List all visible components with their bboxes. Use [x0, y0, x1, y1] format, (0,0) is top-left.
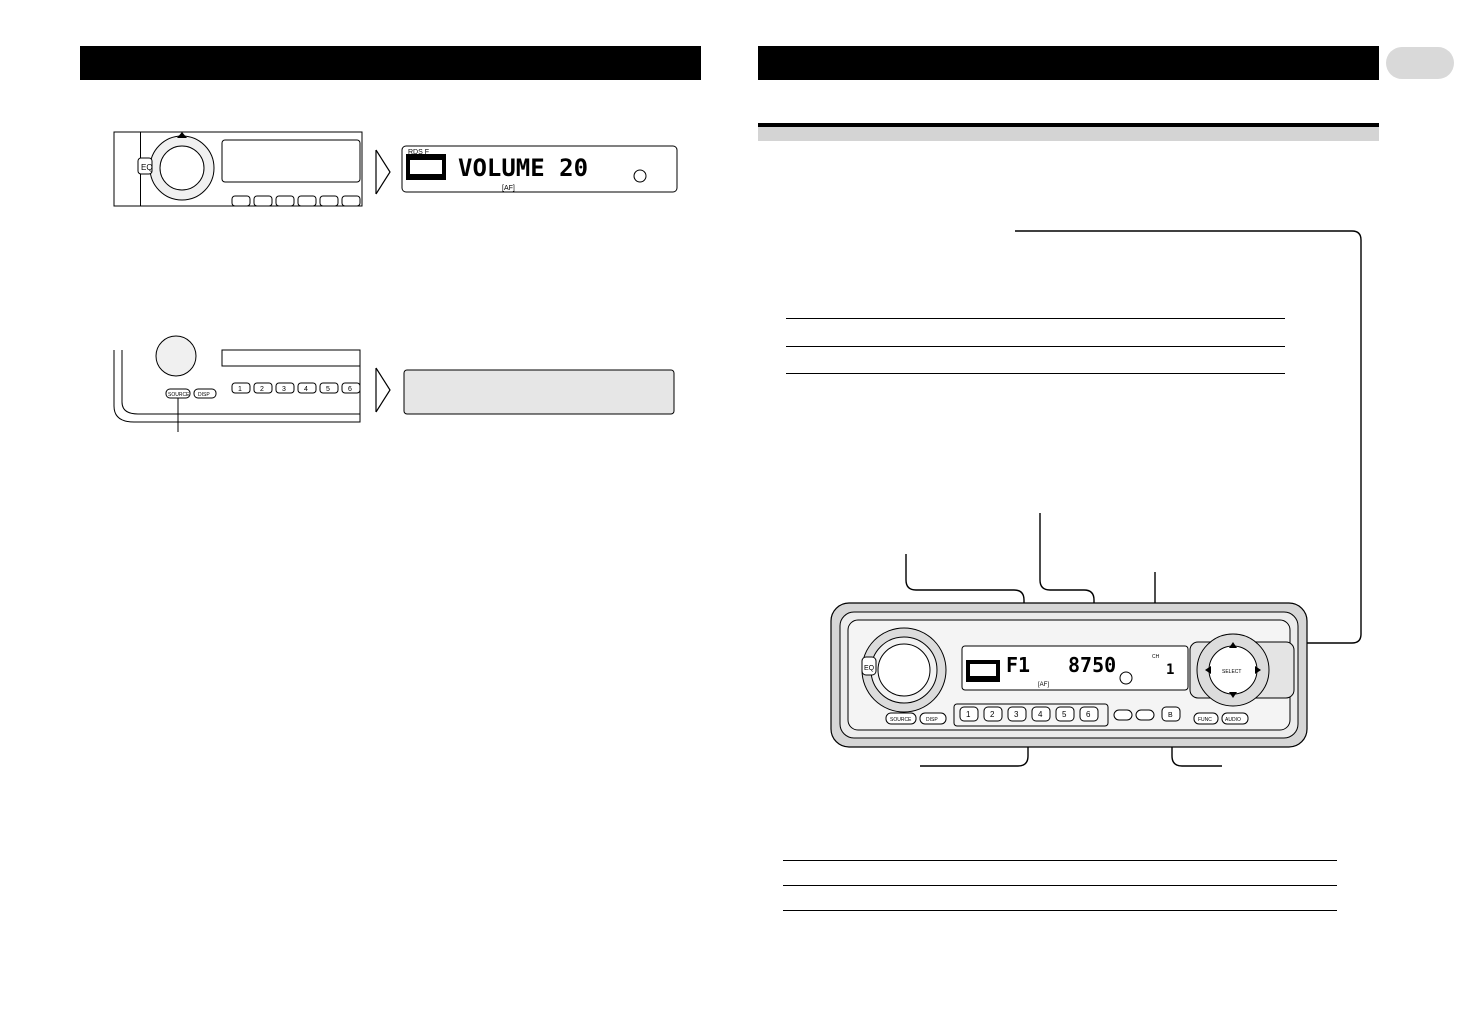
preset-display: 1 — [1166, 662, 1174, 678]
preset-button-6: 6 — [1086, 710, 1091, 719]
head-unit-figure: EQ F1 8750 CH 1 [AF] SELECT SOURCE DISP … — [830, 602, 1308, 748]
source-button-label-3: SOURCE — [890, 717, 912, 723]
preset-2: 2 — [260, 386, 264, 393]
select-label: SELECT — [1222, 669, 1241, 675]
af-indicator-3: [AF] — [1038, 682, 1049, 688]
table-rule-1 — [786, 318, 1285, 319]
eq-label: EQ — [141, 163, 153, 172]
preset-5: 5 — [326, 386, 330, 393]
preset-3: 3 — [282, 386, 286, 393]
table-rule-2 — [786, 346, 1285, 347]
section-heading-bar — [758, 123, 1379, 141]
preset-4: 4 — [304, 386, 308, 393]
source-button-label: SOURCE — [168, 392, 190, 398]
audio-button-label: AUDIO — [1225, 717, 1241, 723]
table-rule-4 — [783, 860, 1337, 861]
disp-button-label-3: DISP — [926, 717, 938, 723]
func-button-label: FUNC — [1198, 717, 1212, 723]
frequency-display: 8750 — [1068, 653, 1116, 677]
left-header-bar — [80, 46, 701, 80]
section-tab — [1386, 47, 1454, 79]
preset-6: 6 — [348, 386, 352, 393]
figure-volume: EQ RDS F VOLUME 20 [AF] — [110, 130, 680, 208]
table-rule-3 — [786, 373, 1285, 374]
preset-button-3: 3 — [1014, 710, 1019, 719]
right-header-bar — [758, 46, 1379, 80]
preset-button-4: 4 — [1038, 710, 1043, 719]
preset-button-1: 1 — [966, 710, 971, 719]
table-rule-5 — [783, 885, 1337, 886]
disp-button-label: DISP — [198, 392, 210, 398]
table-rule-6 — [783, 910, 1337, 911]
preset-button-2: 2 — [990, 710, 995, 719]
blank-display — [403, 369, 675, 415]
figure-source: SOURCE DISP 1 2 3 4 5 6 — [110, 335, 680, 432]
rds-indicator: RDS F — [408, 149, 429, 156]
ch-indicator: CH — [1152, 654, 1160, 660]
band-display: F1 — [1006, 653, 1030, 677]
preset-1: 1 — [238, 386, 242, 393]
eq-button-label: EQ — [864, 665, 875, 672]
af-indicator: [AF] — [502, 185, 515, 192]
volume-display-text: VOLUME 20 — [458, 154, 588, 182]
band-button-label: B — [1168, 712, 1173, 719]
preset-buttons-1 — [231, 195, 361, 207]
preset-button-5: 5 — [1062, 710, 1067, 719]
